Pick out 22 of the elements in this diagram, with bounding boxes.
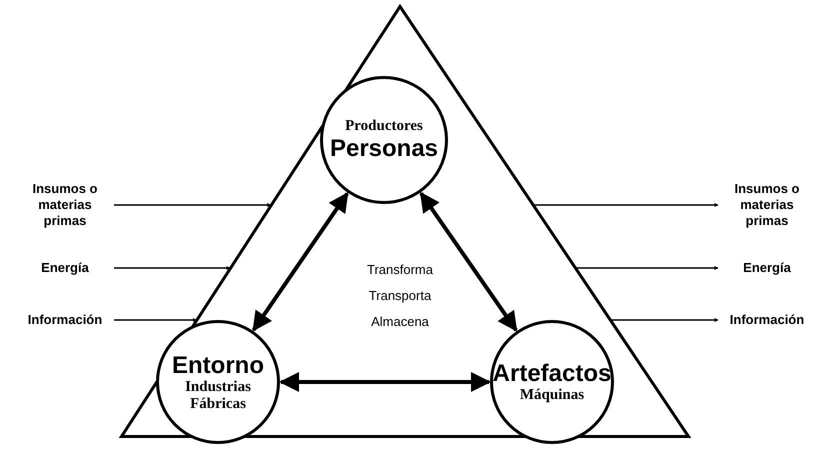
circle-subtitle: Industrias Fábricas bbox=[184, 378, 252, 412]
flow-label: Insumos o materias primas bbox=[20, 181, 110, 229]
arrow bbox=[114, 266, 230, 270]
flow-label: Información bbox=[20, 312, 110, 328]
arrow bbox=[576, 266, 718, 270]
arrow bbox=[611, 318, 718, 322]
arrow bbox=[419, 192, 518, 332]
circle-title: Entorno bbox=[172, 352, 264, 378]
arrow bbox=[279, 372, 491, 392]
flow-label: Energía bbox=[20, 260, 110, 276]
circle-subtitle: Máquinas bbox=[520, 387, 584, 404]
flow-label: Información bbox=[722, 312, 812, 328]
arrow bbox=[114, 203, 272, 207]
flow-label: Energía bbox=[722, 260, 812, 276]
arrow bbox=[114, 318, 197, 322]
circle-subtitle: Productores bbox=[345, 118, 423, 135]
circle-title: Artefactos bbox=[492, 360, 612, 387]
arrow bbox=[534, 203, 718, 207]
center-text: Transforma Transporta Almacena bbox=[366, 261, 434, 331]
circle-title: Personas bbox=[330, 135, 438, 162]
flow-label: Insumos o materias primas bbox=[722, 181, 812, 229]
arrow bbox=[252, 192, 349, 332]
